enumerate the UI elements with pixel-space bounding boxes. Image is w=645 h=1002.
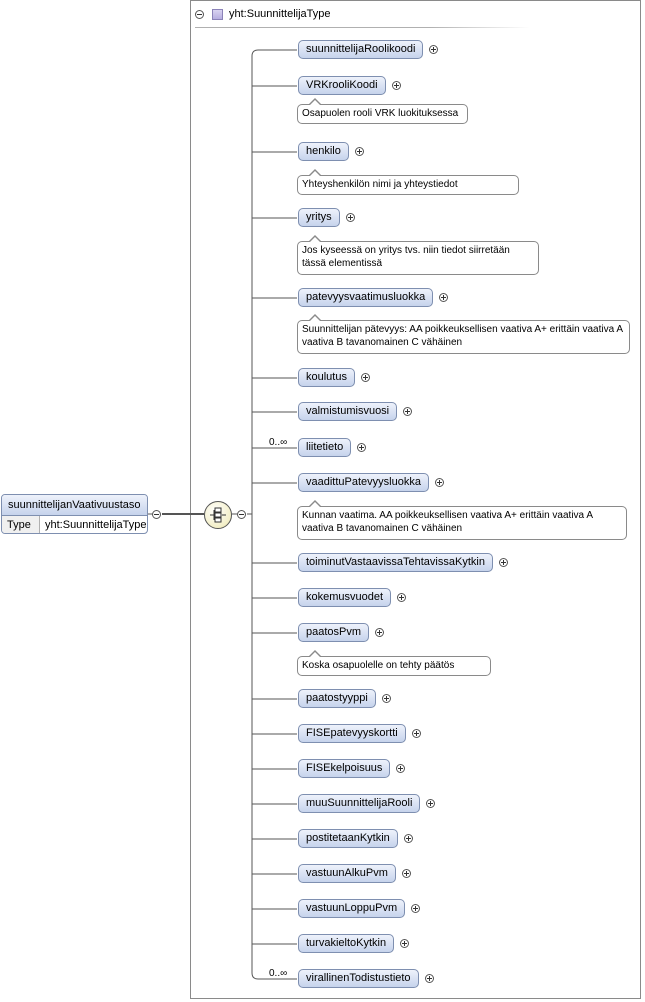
expand-VRKrooliKoodi-icon[interactable] [392, 81, 401, 90]
root-type-key: Type [2, 516, 40, 533]
element-paatosPvm[interactable]: paatosPvm [298, 623, 370, 642]
annotation-yritys: Jos kyseessä on yritys tvs. niin tiedot … [297, 235, 539, 275]
element-turvakieltoKytkin[interactable]: turvakieltoKytkin [298, 934, 395, 953]
element-suunnittelijaRoolikoodi[interactable]: suunnittelijaRoolikoodi [298, 40, 424, 59]
annotation-paatosPvm: Koska osapuolelle on tehty päätös [297, 650, 491, 676]
cardinality-label: 0..∞ [269, 968, 288, 979]
element-kokemusvuodet[interactable]: kokemusvuodet [298, 588, 392, 607]
complex-type-icon [212, 8, 223, 20]
element-patevyysvaatimusluokka[interactable]: patevyysvaatimusluokka [298, 288, 434, 307]
expand-paatosPvm-icon[interactable] [375, 628, 384, 637]
element-koulutus[interactable]: koulutus [298, 368, 355, 387]
element-henkilo[interactable]: henkilo [298, 142, 349, 161]
expand-valmistumisvuosi-icon[interactable] [403, 407, 412, 416]
element-liitetieto[interactable]: liitetieto [298, 438, 352, 457]
element-vastuunLoppuPvm[interactable]: vastuunLoppuPvm [298, 899, 406, 918]
expand-liitetieto-icon[interactable] [357, 443, 366, 452]
expand-vastuunAlkuPvm-icon[interactable] [402, 869, 411, 878]
cardinality-label: 0..∞ [269, 437, 288, 448]
expand-turvakieltoKytkin-icon[interactable] [400, 939, 409, 948]
element-FISEkelpoisuus[interactable]: FISEkelpoisuus [298, 759, 391, 778]
element-FISEpatevyyskortti[interactable]: FISEpatevyyskortti [298, 724, 406, 743]
expand-yritys-icon[interactable] [346, 213, 355, 222]
element-vaadittuPatevyysluokka[interactable]: vaadittuPatevyysluokka [298, 473, 429, 492]
element-vastuunAlkuPvm[interactable]: vastuunAlkuPvm [298, 864, 396, 883]
header-divider [195, 27, 530, 28]
element-paatostyyppi[interactable]: paatostyyppi [298, 689, 376, 708]
expand-koulutus-icon[interactable] [361, 373, 370, 382]
expand-vastuunLoppuPvm-icon[interactable] [411, 904, 420, 913]
root-element-name: suunnittelijanVaativuustaso [2, 495, 147, 516]
expand-henkilo-icon[interactable] [355, 147, 364, 156]
collapse-root-icon[interactable] [152, 510, 161, 519]
element-postitetaanKytkin[interactable]: postitetaanKytkin [298, 829, 398, 848]
element-valmistumisvuosi[interactable]: valmistumisvuosi [298, 402, 398, 421]
complex-type-frame [190, 0, 641, 999]
annotation-patevyysvaatimusluokka: Suunnittelijan pätevyys: AA poikkeuksell… [297, 314, 630, 354]
expand-vaadittuPatevyysluokka-icon[interactable] [435, 478, 444, 487]
annotation-henkilo: Yhteyshenkilön nimi ja yhteystiedot [297, 169, 519, 195]
element-yritys[interactable]: yritys [298, 208, 340, 227]
sequence-compositor-icon[interactable] [204, 501, 232, 529]
collapse-sequence-icon[interactable] [237, 510, 246, 519]
expand-kokemusvuodet-icon[interactable] [397, 593, 406, 602]
root-type-row: Type yht:SuunnittelijaType [2, 516, 147, 533]
expand-suunnittelijaRoolikoodi-icon[interactable] [429, 45, 438, 54]
complex-type-header: yht:SuunnittelijaType [195, 5, 331, 23]
expand-paatostyyppi-icon[interactable] [382, 694, 391, 703]
element-VRKrooliKoodi[interactable]: VRKrooliKoodi [298, 76, 386, 95]
collapse-type-icon[interactable] [195, 9, 204, 19]
element-virallinenTodistustieto[interactable]: virallinenTodistustieto [298, 969, 419, 988]
expand-FISEpatevyyskortti-icon[interactable] [412, 729, 421, 738]
root-element-box[interactable]: suunnittelijanVaativuustaso Type yht:Suu… [1, 494, 148, 534]
expand-patevyysvaatimusluokka-icon[interactable] [439, 293, 448, 302]
expand-postitetaanKytkin-icon[interactable] [404, 834, 413, 843]
expand-toiminutVastaavissaTehtavissaKytkin-icon[interactable] [499, 558, 508, 567]
element-muuSuunnittelijaRooli[interactable]: muuSuunnittelijaRooli [298, 794, 421, 813]
expand-muuSuunnittelijaRooli-icon[interactable] [426, 799, 435, 808]
annotation-VRKrooliKoodi: Osapuolen rooli VRK luokituksessa [297, 98, 468, 124]
element-toiminutVastaavissaTehtavissaKytkin[interactable]: toiminutVastaavissaTehtavissaKytkin [298, 553, 493, 572]
complex-type-title: yht:SuunnittelijaType [229, 8, 331, 20]
annotation-vaadittuPatevyysluokka: Kunnan vaatima. AA poikkeuksellisen vaat… [297, 500, 627, 540]
expand-FISEkelpoisuus-icon[interactable] [396, 764, 405, 773]
expand-virallinenTodistustieto-icon[interactable] [425, 974, 434, 983]
root-type-value: yht:SuunnittelijaType [45, 519, 147, 531]
